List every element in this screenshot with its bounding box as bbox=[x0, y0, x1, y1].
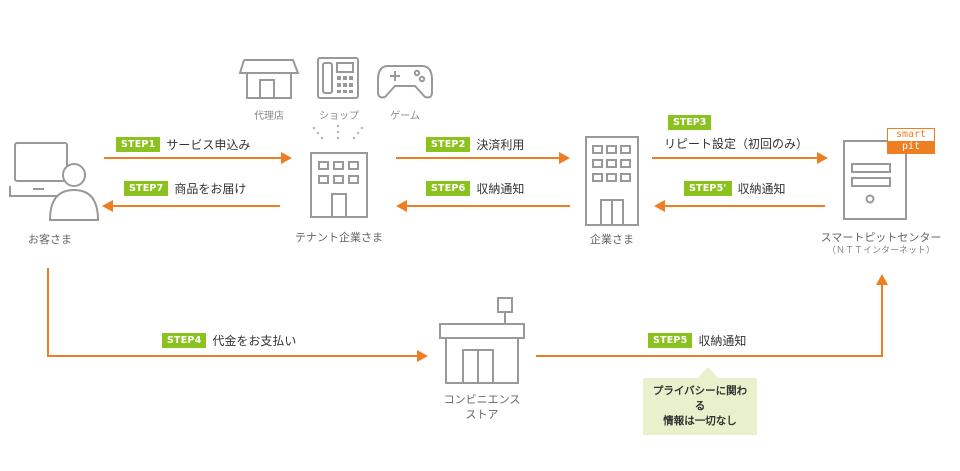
step7-text: 商品をお届け bbox=[174, 182, 247, 196]
step2-text: 決済利用 bbox=[476, 138, 525, 152]
privacy-note: プライバシーに関わる 情報は一切なし bbox=[643, 378, 757, 435]
channel-label-game: ゲーム bbox=[390, 111, 420, 122]
arrow-step3 bbox=[652, 152, 828, 164]
step5-text: 収納通知 bbox=[698, 334, 747, 348]
step4-badge: STEP4 bbox=[162, 333, 207, 348]
server-icon bbox=[843, 140, 907, 220]
step2-label: STEP2 決済利用 bbox=[426, 136, 524, 153]
office-building-icon bbox=[310, 152, 368, 218]
smartpit-logo: smart pit bbox=[887, 128, 935, 154]
smartpit-logo-top: smart bbox=[895, 129, 927, 140]
step5-badge: STEP5 bbox=[648, 333, 693, 348]
step7-label: STEP7 商品をお届け bbox=[124, 180, 246, 197]
step3-badge: STEP3 bbox=[668, 115, 712, 130]
convenience-label-line1: コンビニエンス bbox=[443, 393, 521, 406]
office-building-icon bbox=[585, 136, 639, 226]
step6-label: STEP6 収納通知 bbox=[426, 180, 524, 197]
arrow-step4 bbox=[47, 268, 428, 362]
step4-text: 代金をお支払い bbox=[212, 334, 297, 348]
telephone-icon bbox=[317, 57, 359, 99]
step7-badge: STEP7 bbox=[124, 181, 169, 196]
arrow-step7 bbox=[102, 200, 280, 212]
step3-text: リピート設定（初回のみ） bbox=[664, 137, 809, 151]
privacy-note-line2: 情報は一切なし bbox=[663, 415, 737, 427]
smartpit-label: スマートピットセンター bbox=[820, 231, 942, 244]
step5-prime-text: 収納通知 bbox=[737, 182, 786, 196]
step6-text: 収納通知 bbox=[476, 182, 525, 196]
note-pointer bbox=[698, 367, 718, 378]
smartpit-sublabel: （ＮＴＴインターネット） bbox=[826, 246, 935, 256]
person-with-laptop-icon bbox=[9, 142, 100, 221]
step5-prime-badge: STEP5' bbox=[684, 181, 732, 196]
channel-label-agency: 代理店 bbox=[254, 111, 284, 122]
step1-badge: STEP1 bbox=[116, 137, 161, 152]
company-label: 企業さま bbox=[590, 233, 634, 246]
step2-badge: STEP2 bbox=[426, 137, 471, 152]
smartpit-logo-bottom: pit bbox=[888, 141, 934, 153]
step1-text: サービス申込み bbox=[166, 138, 251, 152]
step5-label: STEP5 収納通知 bbox=[648, 332, 746, 349]
customer-label: お客さま bbox=[28, 233, 72, 246]
channel-dots bbox=[312, 124, 364, 140]
step5-prime-label: STEP5' 収納通知 bbox=[684, 180, 786, 197]
channel-label-shop: ショップ bbox=[319, 111, 359, 122]
storefront-icon bbox=[238, 59, 300, 99]
gamepad-icon bbox=[377, 65, 433, 99]
arrow-step2 bbox=[396, 152, 570, 164]
arrow-step5 bbox=[536, 274, 888, 357]
step6-badge: STEP6 bbox=[426, 181, 471, 196]
convenience-store-icon bbox=[439, 297, 525, 384]
step1-label: STEP1 サービス申込み bbox=[116, 136, 250, 153]
step4-label: STEP4 代金をお支払い bbox=[162, 332, 296, 349]
privacy-note-line1: プライバシーに関わる bbox=[652, 385, 748, 412]
arrow-step5-prime bbox=[654, 200, 825, 212]
convenience-label-line2: ストア bbox=[465, 408, 499, 421]
tenant-label: テナント企業さま bbox=[295, 231, 383, 244]
arrow-step1 bbox=[104, 152, 292, 164]
arrow-step6 bbox=[396, 200, 570, 212]
